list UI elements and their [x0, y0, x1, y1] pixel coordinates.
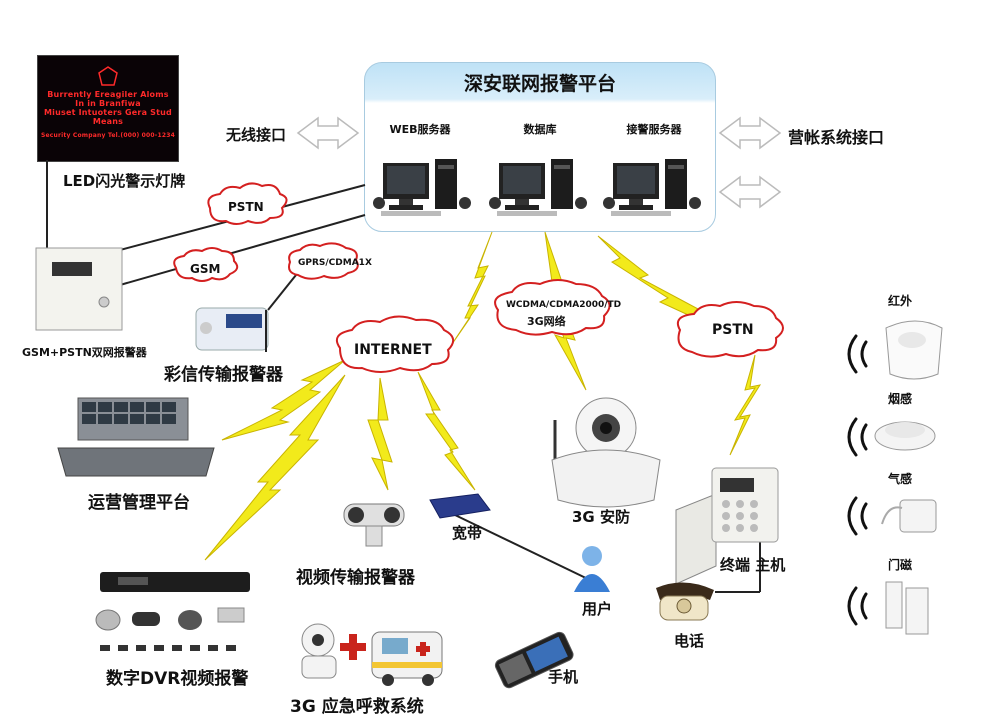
gas-detector-icon	[881, 499, 937, 533]
led-line-4: Security Company Tel.(000) 000-1234	[40, 132, 175, 139]
connection-lines	[46, 160, 761, 593]
video-camera-icon	[343, 503, 405, 547]
terminal-host-label: 终端 主机	[720, 556, 786, 574]
led-line-2: In in Branfiwa	[75, 99, 141, 108]
led-sign-caption: LED闪光警示灯牌	[63, 172, 186, 190]
security-camera-icon	[551, 397, 661, 508]
video-alarm-label: 视频传输报警器	[296, 568, 415, 588]
emergency-camera-icon	[301, 623, 337, 679]
telephone-icon	[656, 582, 714, 621]
computer-icon	[489, 159, 587, 216]
led-emblem-icon	[38, 66, 178, 90]
infrared-sensor-icon	[885, 320, 943, 380]
wireless-interface-label: 无线接口	[226, 126, 287, 144]
signal-wave-icon	[847, 334, 868, 626]
door-sensor-icon	[885, 581, 929, 635]
dvr-alarm-label: 数字DVR视频报警	[106, 669, 249, 689]
door-label: 门磁	[888, 558, 913, 572]
alarm-platform-panel: 深安联网报警平台 WEB服务器 数据库 接警服务器	[364, 62, 716, 232]
user-icon	[574, 546, 610, 592]
camp-interface-label: 营帐系统接口	[788, 128, 885, 147]
cloud-label-wcdma: WCDMA/CDMA2000/TD	[506, 300, 622, 310]
led-line-1: Burrently Ereagiler Aloms	[47, 90, 169, 99]
computer-icon	[603, 159, 701, 216]
gsm-pstn-alarm-panel-icon	[35, 247, 123, 331]
operations-console-icon	[57, 397, 215, 477]
terminal-host-icon	[675, 467, 779, 585]
cloud-label-internet: INTERNET	[354, 342, 432, 358]
computer-icon	[373, 159, 471, 216]
alarm-server-label: 接警服务器	[626, 123, 682, 136]
mms-alarm-label: 彩信传输报警器	[164, 365, 283, 385]
dvr-recorder-icon	[95, 572, 250, 651]
phone-label: 手机	[548, 668, 579, 686]
lightning-bolt-icon	[204, 231, 762, 561]
security-3g-label: 3G 安防	[572, 508, 630, 526]
cloud-label-gprs: GPRS/CDMA1X	[298, 258, 372, 268]
gsm-pstn-label: GSM+PSTN双网报警器	[22, 346, 147, 359]
router-icon	[429, 493, 491, 519]
platform-title: 深安联网报警平台	[463, 73, 616, 95]
web-server-label: WEB服务器	[389, 123, 451, 136]
cloud-label-pstn-left: PSTN	[228, 200, 264, 214]
cloud-label-3g: 3G网络	[527, 315, 566, 328]
cloud-label-gsm: GSM	[190, 262, 221, 276]
smoke-detector-icon	[874, 421, 936, 451]
mobile-phone-icon	[494, 631, 574, 689]
double-arrow-icon	[296, 116, 782, 209]
database-label: 数据库	[523, 123, 557, 136]
smoke-label: 烟感	[888, 392, 913, 406]
user-label: 用户	[582, 600, 613, 618]
led-warning-sign: Burrently Ereagiler Aloms In in Branfiwa…	[37, 55, 179, 162]
cloud-icon	[173, 182, 784, 373]
mms-alarm-icon	[195, 307, 269, 352]
infrared-label: 红外	[888, 294, 913, 308]
emergency-label: 3G 应急呼救系统	[290, 697, 424, 717]
ambulance-icon	[371, 631, 443, 686]
cloud-label-pstn-right: PSTN	[712, 322, 754, 338]
plus-icon	[340, 634, 366, 660]
gas-label: 气感	[888, 472, 913, 486]
telephone-label: 电话	[674, 632, 705, 650]
ops-platform-label: 运营管理平台	[88, 493, 190, 513]
led-line-3: Miuset Intuoters Gera Stud Means	[44, 108, 172, 126]
broadband-label: 宽带	[452, 524, 483, 542]
